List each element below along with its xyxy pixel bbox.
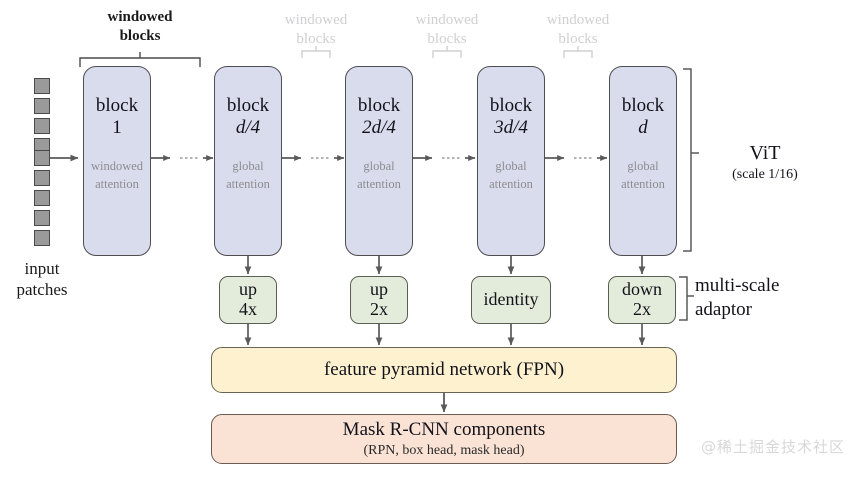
input-patch <box>34 78 50 94</box>
adaptor-down-2x[interactable]: down 2x <box>608 276 676 324</box>
multiscale-adaptor-label-line1: multi-scale <box>695 275 780 296</box>
vit-block-title-sub: d/4 <box>235 117 261 139</box>
vit-block-d4[interactable]: block d/4 global attention <box>214 66 282 256</box>
input-patches-label-line2: patches <box>16 280 68 300</box>
vit-block-attention-line2: attention <box>95 176 139 191</box>
vit-side-label: ViT (scale 1/16) <box>706 140 824 184</box>
vit-block-title-sub: 2d/4 <box>362 117 396 139</box>
adaptor-label-line1: up <box>370 279 388 300</box>
bracket-label-windowed-blocks-1: windowed blocks <box>80 8 200 46</box>
multiscale-adaptor-label-line2: adaptor <box>695 298 752 320</box>
bracket-label-line1: windowed <box>546 12 610 28</box>
vit-block-attention-line1: windowed <box>90 158 144 173</box>
multiscale-adaptor-side-label: multi-scale adaptor <box>695 274 855 322</box>
vit-block-attention: global attention <box>621 157 665 193</box>
bracket-label-windowed-blocks-2: windowed blocks <box>256 11 376 49</box>
input-patch <box>34 170 50 186</box>
bracket-label-line1: windowed <box>415 12 479 28</box>
adaptor-label-line1: identity <box>483 289 539 310</box>
mask-rcnn-sublabel: (RPN, box head, mask head) <box>363 443 525 458</box>
adaptor-label-line2: 2x <box>633 299 651 319</box>
input-patch <box>34 98 50 114</box>
vit-block-attention-line2: attention <box>489 176 533 191</box>
vit-block-title-main: block <box>621 95 665 116</box>
input-patch <box>34 118 50 134</box>
vit-side-label-scale: (scale 1/16) <box>732 167 798 182</box>
adaptor-up-2x[interactable]: up 2x <box>350 276 408 324</box>
vit-block-attention: global attention <box>226 157 270 193</box>
vit-block-attention-line1: global <box>232 158 264 173</box>
vit-block-attention-line1: global <box>363 158 395 173</box>
vit-block-title: block 3d/4 <box>490 95 532 140</box>
vit-block-title: block d/4 <box>227 95 269 140</box>
adaptor-label-line1: up <box>239 279 257 300</box>
mask-rcnn-label: Mask R-CNN components <box>342 419 546 440</box>
vit-block-title: block d <box>622 95 664 140</box>
input-patches-label-line1: input <box>24 259 60 278</box>
bracket-label-windowed-blocks-3: windowed blocks <box>387 11 507 49</box>
vit-block-title-main: block <box>489 95 533 116</box>
bracket-label-line2: blocks <box>119 27 161 44</box>
vit-block-attention-line2: attention <box>621 176 665 191</box>
vit-block-title-main: block <box>95 95 139 116</box>
vit-block-2d4[interactable]: block 2d/4 global attention <box>345 66 413 256</box>
adaptor-up-4x[interactable]: up 4x <box>219 276 277 324</box>
vit-block-attention: windowed attention <box>91 157 143 193</box>
bracket-label-line1: windowed <box>284 12 348 28</box>
vit-block-1[interactable]: block 1 windowed attention <box>83 66 151 256</box>
fpn-label: feature pyramid network (FPN) <box>323 359 565 380</box>
input-patch <box>34 190 50 206</box>
input-patch <box>34 150 50 166</box>
input-patch <box>34 210 50 226</box>
vit-block-attention-line1: global <box>627 158 659 173</box>
vit-block-attention-line2: attention <box>226 176 270 191</box>
input-patch <box>34 230 50 246</box>
bracket-label-line2: blocks <box>296 30 336 47</box>
vit-block-attention-line2: attention <box>357 176 401 191</box>
vit-block-attention: global attention <box>489 157 533 193</box>
bracket-label-line2: blocks <box>558 30 598 47</box>
bracket-multiscale-adaptor <box>679 276 694 321</box>
bracket-label-windowed-blocks-4: windowed blocks <box>518 11 638 49</box>
vit-side-label-title: ViT <box>749 142 781 164</box>
mask-rcnn-box[interactable]: Mask R-CNN components (RPN, box head, ma… <box>211 414 677 464</box>
vit-block-title-main: block <box>357 95 401 116</box>
vit-block-title-sub: 1 <box>112 117 122 139</box>
watermark: @稀土掘金技术社区 <box>701 438 846 456</box>
vit-block-title: block 2d/4 <box>358 95 400 140</box>
vit-block-3d4[interactable]: block 3d/4 global attention <box>477 66 545 256</box>
adaptor-label-line2: 2x <box>370 299 388 319</box>
bracket-windowed-blocks-1 <box>79 52 201 67</box>
vit-block-attention: global attention <box>357 157 401 193</box>
adaptor-label-line2: 4x <box>239 299 257 319</box>
adaptor-label-line1: down <box>622 279 662 300</box>
vit-block-attention-line1: global <box>495 158 527 173</box>
vit-block-title-sub: d <box>638 117 648 139</box>
bracket-label-line2: blocks <box>427 30 467 47</box>
vit-block-title-sub: 3d/4 <box>494 117 528 139</box>
vit-block-title: block 1 <box>96 95 138 140</box>
bracket-vit <box>683 68 699 252</box>
bracket-label-line1: windowed <box>107 9 173 25</box>
input-patches-label: input patches <box>0 258 97 301</box>
fpn-box[interactable]: feature pyramid network (FPN) <box>211 347 677 393</box>
adaptor-identity[interactable]: identity <box>471 276 551 324</box>
vit-block-title-main: block <box>226 95 270 116</box>
vit-block-d[interactable]: block d global attention <box>609 66 677 256</box>
